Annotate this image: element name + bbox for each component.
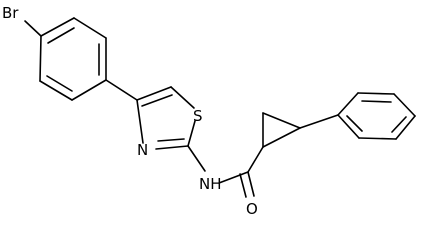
bond bbox=[262, 112, 301, 129]
double-bond-inner bbox=[46, 75, 73, 92]
structure-svg: Br S N NH O bbox=[2, 4, 416, 218]
double-bond-inner bbox=[361, 100, 392, 103]
double-bond-inner bbox=[346, 115, 363, 132]
thiazole-ring bbox=[136, 86, 196, 150]
bond bbox=[395, 115, 416, 140]
bond bbox=[187, 120, 196, 147]
bond-cyclopropane-phenyl bbox=[299, 114, 339, 129]
bond bbox=[40, 17, 75, 37]
bond bbox=[337, 92, 359, 116]
atom-oxygen: O bbox=[246, 200, 258, 218]
bond bbox=[71, 79, 107, 101]
bond bbox=[39, 80, 73, 101]
phenyl-ring bbox=[337, 92, 416, 140]
bond bbox=[393, 93, 416, 117]
atom-sulfur: S bbox=[193, 107, 203, 125]
bond bbox=[136, 99, 144, 144]
atom-ring-nitrogen: N bbox=[137, 141, 148, 159]
bond bbox=[73, 17, 107, 39]
atom-amide-nh: NH bbox=[199, 175, 222, 193]
bond-thiazole-nh bbox=[187, 145, 206, 172]
cyclopropane-ring bbox=[262, 112, 301, 148]
double-bond-inner bbox=[47, 27, 75, 44]
bond bbox=[358, 137, 397, 140]
bond-carbonyl-cyclopropane bbox=[247, 146, 264, 173]
double-bond-inner bbox=[141, 94, 173, 107]
bond-aryl-thiazole bbox=[105, 79, 138, 101]
bond-carbonyl-oxygen bbox=[247, 171, 255, 197]
double-bond-inner bbox=[391, 116, 407, 133]
bond bbox=[262, 127, 301, 148]
bromophenyl-ring bbox=[39, 17, 107, 101]
bond bbox=[170, 86, 195, 109]
double-bond-inner bbox=[157, 138, 185, 142]
bond-to-bromine bbox=[24, 20, 42, 37]
atom-bromine: Br bbox=[2, 4, 19, 22]
bond bbox=[136, 86, 172, 101]
bond bbox=[357, 92, 395, 95]
bond bbox=[155, 145, 189, 150]
double-bond-carbonyl bbox=[239, 173, 247, 198]
bond bbox=[337, 114, 360, 139]
molecule-diagram: Br S N NH O bbox=[2, 4, 416, 218]
bond-nh-carbonyl bbox=[218, 171, 249, 184]
bond bbox=[39, 35, 42, 82]
